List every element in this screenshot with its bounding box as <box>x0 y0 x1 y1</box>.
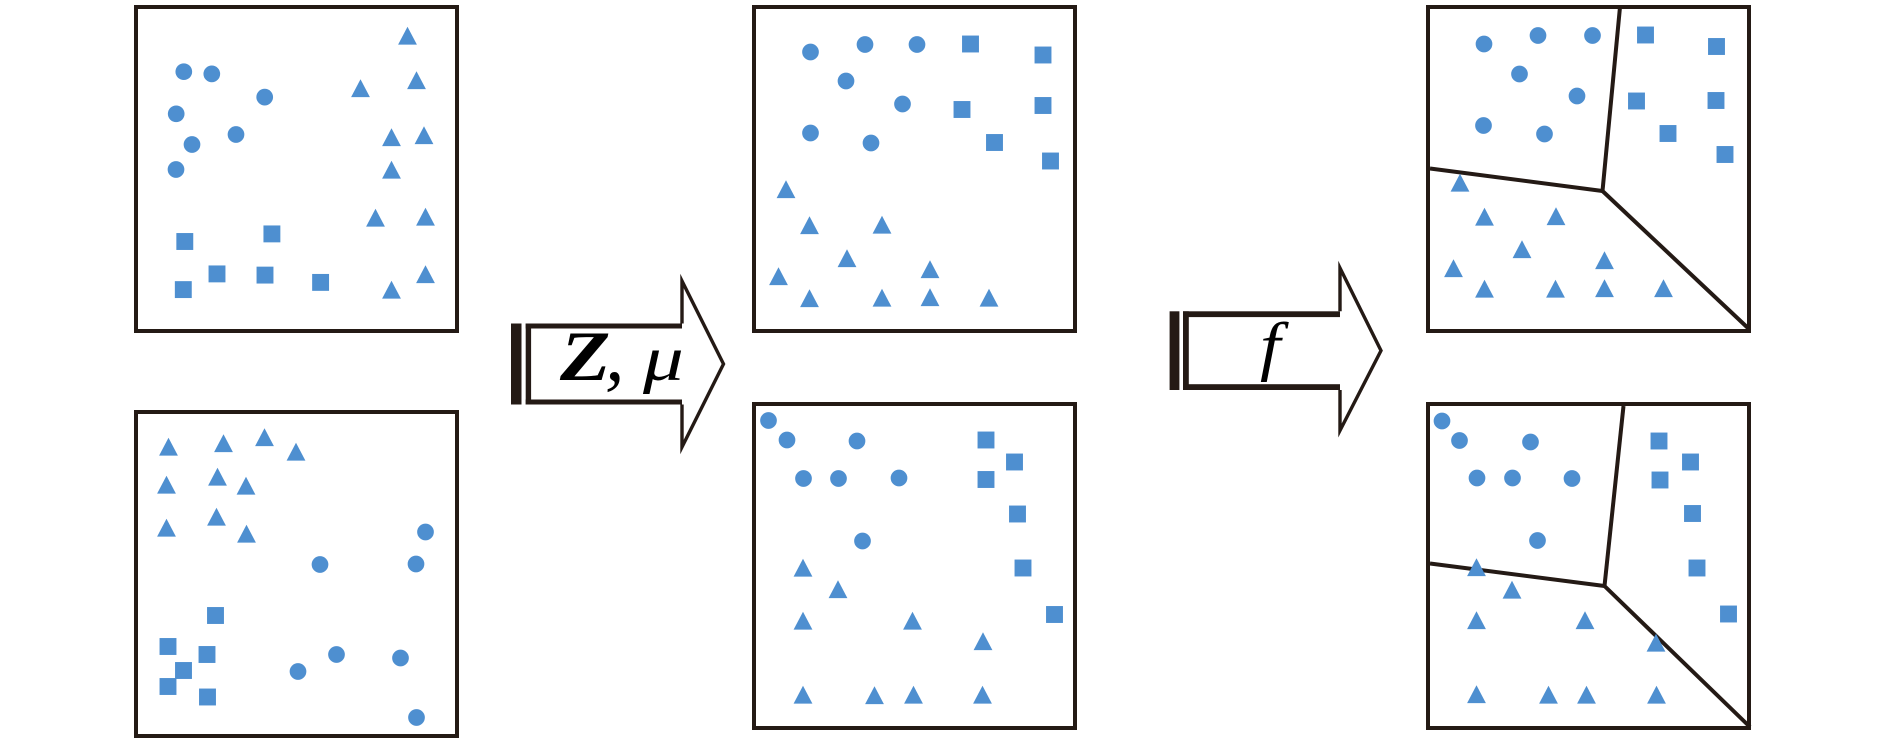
svg-text:μ: μ <box>642 322 684 394</box>
svg-text:,: , <box>605 310 625 397</box>
svg-text:Z: Z <box>559 316 611 395</box>
svg-text:f: f <box>1260 310 1289 383</box>
